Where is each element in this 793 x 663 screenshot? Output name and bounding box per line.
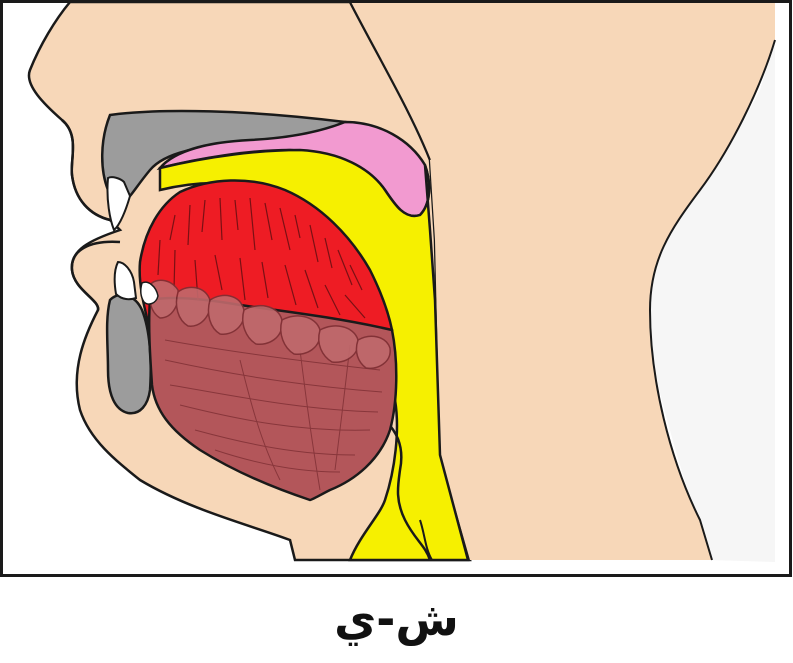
lower-incisor	[113, 260, 138, 301]
upper-lip	[61, 119, 111, 222]
lower-lip	[70, 240, 121, 311]
articulation-diagram	[0, 0, 792, 577]
tongue-fibers	[164, 339, 383, 491]
tongue-striations	[157, 197, 366, 319]
lower-teeth	[148, 279, 391, 370]
neck-skin	[350, 2, 775, 560]
figure-frame	[0, 0, 792, 577]
neck-outline	[648, 39, 776, 561]
head-skin	[70, 2, 775, 562]
larynx-line	[419, 519, 433, 561]
lower-canine	[139, 281, 159, 305]
mandible	[105, 293, 152, 415]
pharynx-outline	[349, 1, 431, 161]
upper-incisor	[106, 176, 132, 232]
epiglottis	[384, 419, 432, 561]
letter-caption: ش-ي	[334, 592, 459, 646]
